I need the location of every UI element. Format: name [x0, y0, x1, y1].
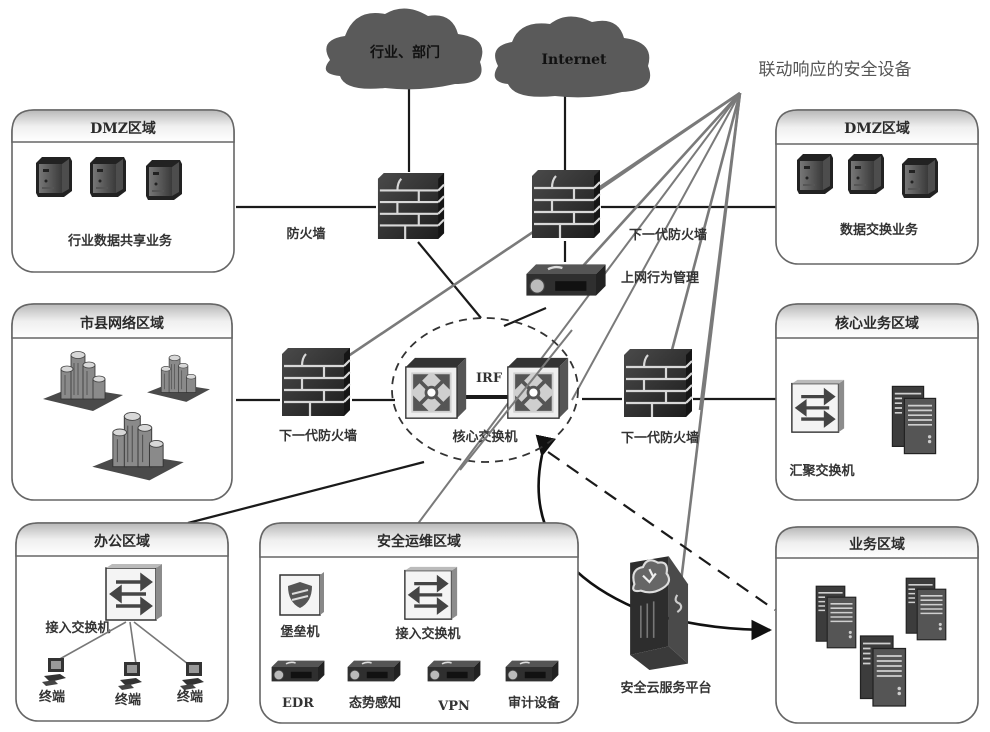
zone-dmz-right: DMZ区域 数据交换业务 [775, 109, 979, 265]
irf-label: IRF [476, 371, 503, 386]
zone-title: 核心业务区域 [835, 315, 919, 332]
terminal-link [129, 621, 137, 665]
link-firewall-core [417, 241, 482, 319]
internet-cloud: Internet [494, 16, 651, 98]
linkage-line [666, 92, 742, 366]
terminal-link [133, 621, 189, 665]
linkage-line [571, 92, 741, 401]
zone-title: DMZ区域 [844, 120, 910, 137]
firewall-icon [376, 171, 446, 241]
ngfw-right-icon [622, 347, 694, 419]
aggregation-switch-label: 汇聚交换机 [789, 463, 854, 479]
firewall-label: 防火墙 [286, 226, 325, 242]
zone-city-county: 市县网络区域 [11, 303, 233, 501]
industry-cloud: 行业、部门 [325, 8, 483, 90]
vpn-appliance-icon [426, 659, 482, 683]
zone-title: DMZ区域 [90, 120, 156, 137]
network-links [187, 85, 776, 525]
ngfw-left-icon [280, 346, 352, 418]
access-switch-icon [104, 562, 164, 622]
industry-cloud-label: 行业、部门 [369, 44, 440, 61]
zone-title: 安全运维区域 [377, 533, 461, 550]
ngfw-internet-icon [530, 168, 602, 240]
access-switch-label: 接入交换机 [395, 626, 460, 642]
linkage-line [698, 92, 742, 411]
security-cloud-platform-label: 安全云服务平台 [620, 680, 711, 696]
server-icon [797, 154, 833, 194]
zone-core-business: 核心业务区域 汇聚交换机 [775, 303, 979, 501]
security-cloud-platform-icon [628, 555, 690, 670]
core-switch-icon [404, 356, 468, 420]
behavior-management-label: 上网行为管理 [621, 270, 699, 286]
core-switch-icon [506, 356, 570, 420]
core-switch-label: 核心交换机 [452, 429, 517, 445]
core-switch-cluster: IRF 核心交换机 [391, 317, 579, 463]
server-icon [90, 157, 126, 197]
server-icon [146, 160, 182, 200]
link-behavior-core [503, 306, 547, 328]
internet-cloud-label: Internet [541, 52, 607, 68]
zone-title: 办公区域 [94, 533, 150, 550]
bastion-host-icon [279, 572, 324, 616]
zone-dmz-left: DMZ区域 行业数据共享业务 [11, 109, 235, 273]
link-office-core [187, 460, 425, 525]
server-icon [902, 158, 938, 198]
access-switch-icon [403, 565, 459, 621]
device-label: VPN [437, 699, 470, 714]
aggregation-switch-icon [790, 378, 846, 434]
linkage-security-label: 联动响应的安全设备 [759, 60, 912, 80]
ngfw-internet-label: 下一代防火墙 [629, 227, 707, 243]
zone-title: 市县网络区域 [80, 315, 164, 332]
zone-title: 业务区域 [849, 536, 905, 553]
ngfw-right-label: 下一代防火墙 [621, 430, 699, 446]
situational-awareness-appliance-icon [346, 659, 402, 683]
bastion-host-label: 堡垒机 [280, 624, 319, 640]
server-icon [848, 154, 884, 194]
zone-security-ops: 安全运维区域 堡垒机 接入交换机 EDR 态势感知 VPN 审计设备 [259, 522, 579, 724]
device-label: EDR [282, 696, 314, 711]
device-label: 审计设备 [508, 695, 561, 711]
behavior-management-icon [525, 263, 607, 297]
zone-caption: 行业数据共享业务 [67, 233, 173, 249]
ngfw-left-label: 下一代防火墙 [279, 428, 357, 444]
terminal-label: 终端 [115, 692, 141, 708]
zone-caption: 数据交换业务 [840, 222, 919, 238]
access-switch-label: 接入交换机 [45, 620, 110, 636]
audit-appliance-icon [504, 659, 560, 683]
zone-business: 业务区域 [775, 526, 979, 724]
zone-office: 办公区域 接入交换机 终端 终端 终端 [15, 522, 229, 722]
edr-appliance-icon [270, 659, 326, 683]
server-icon [36, 157, 72, 197]
device-label: 态势感知 [349, 695, 401, 711]
linkage-line [582, 92, 741, 267]
terminal-label: 终端 [177, 689, 203, 705]
linkage-line [459, 329, 573, 471]
terminal-link [57, 621, 127, 661]
terminal-label: 终端 [39, 689, 65, 705]
